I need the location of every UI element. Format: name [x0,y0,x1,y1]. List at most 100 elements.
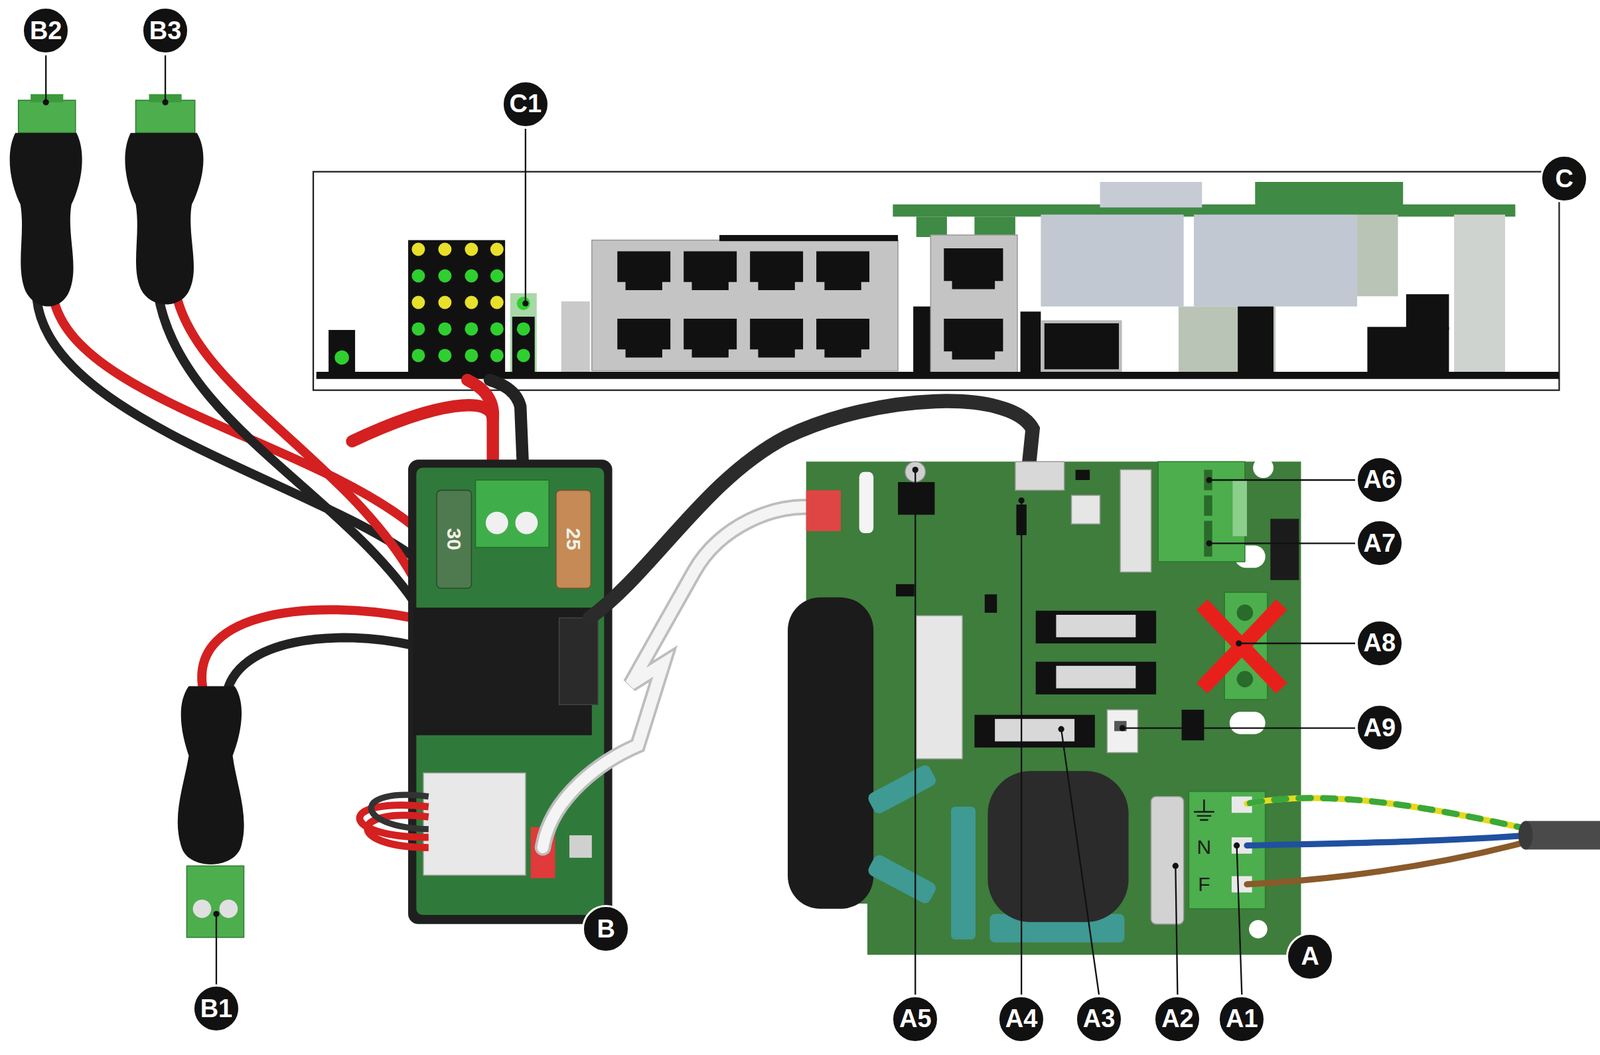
red-wire [175,291,413,578]
neutral-wire [1246,834,1529,845]
connector-body [1454,214,1506,373]
component [1020,311,1042,373]
fuse-holder [1035,661,1157,695]
leader-dot [1172,862,1179,869]
board-a [787,457,1301,955]
callout-number: A7 [1355,518,1404,567]
rj45-port [683,318,737,358]
ground-symbol [1193,799,1215,820]
leader-line [1175,865,1178,995]
fuse-holder [1035,610,1157,644]
led [490,348,504,362]
dsub-connector [1193,214,1358,306]
terminal-marking: N [1197,835,1212,859]
board-b-housing [408,459,613,924]
mounting-hole [1248,919,1268,939]
connector [559,617,598,705]
connector [1120,469,1151,573]
leader-dot [213,910,219,917]
pcb-edge [916,216,947,237]
fuse-holder [974,714,1095,748]
leader-line [1020,500,1022,995]
led [490,321,504,336]
callout-number: B2 [21,6,70,55]
rj45-port [943,248,1003,290]
leader-dot [1205,476,1212,483]
mounting-slot [1229,711,1266,734]
leader-line [1122,726,1356,728]
terminal-screw [515,511,539,535]
callout-number: A6 [1355,455,1404,504]
leader-line [45,55,47,103]
cable-boot [9,132,83,306]
dsub-connector [1040,214,1184,306]
connector [1015,461,1065,490]
leader-line [164,55,166,103]
plug-terminal [186,865,244,938]
capacitor [950,806,976,940]
led [490,295,504,309]
leader-dot [1205,540,1212,547]
black-wire [157,293,413,600]
switch [1071,495,1101,524]
callout-number: C [1540,154,1589,203]
led-column-highlight [510,293,537,373]
component [895,583,915,596]
rj45-block [930,234,1018,373]
led [516,348,531,362]
callout-number: A4 [997,994,1046,1043]
rj45-block [591,240,898,371]
pin-header [1232,479,1247,537]
leader-line [1236,844,1243,994]
connector-a9-pin [1114,720,1127,731]
leader-line [1061,728,1099,995]
connector-top [1100,181,1203,208]
rj45-port [617,251,671,291]
led [411,321,425,336]
terminal-screw [1236,604,1254,622]
led [411,242,425,257]
leader-lines [45,55,1356,995]
pushbutton [897,481,935,515]
board-a-pcb [806,461,1302,955]
red-wire [201,609,414,695]
rj45-port [749,318,803,358]
leader-dots [43,98,1243,917]
capacitor [866,762,938,815]
cable-boot [124,132,204,304]
connector-body [1357,214,1399,296]
leader-dot [912,466,919,473]
mains-sheath-end [1518,820,1533,850]
phase-wire [1246,840,1529,884]
leader-line [1238,642,1356,644]
connector-body [1406,293,1450,330]
terminal-screw [1236,670,1254,688]
terminal-block [475,479,550,547]
cable-boot [177,686,245,865]
leader-dot [43,98,50,105]
callout-number: C1 [501,80,550,129]
board-b [359,459,613,924]
callout-number: A [1286,932,1334,981]
leader-dot [1119,724,1126,731]
led-block [408,240,506,373]
mounting-hole [1252,457,1274,478]
transformer [987,770,1129,922]
slot [859,471,874,533]
fuse [1055,665,1136,689]
ribbon-cable [542,506,817,847]
connector-body [1237,306,1274,373]
led-block [512,316,535,373]
board-c [313,171,1559,391]
terminal-screw [193,899,212,918]
connector-b3 [124,94,204,305]
toroid-choke [787,597,874,909]
rj45-ports [617,251,870,358]
mains-sheath [1525,820,1600,850]
fuse [1055,614,1136,638]
terminal-screw [1203,495,1212,516]
jumper [1075,469,1091,480]
